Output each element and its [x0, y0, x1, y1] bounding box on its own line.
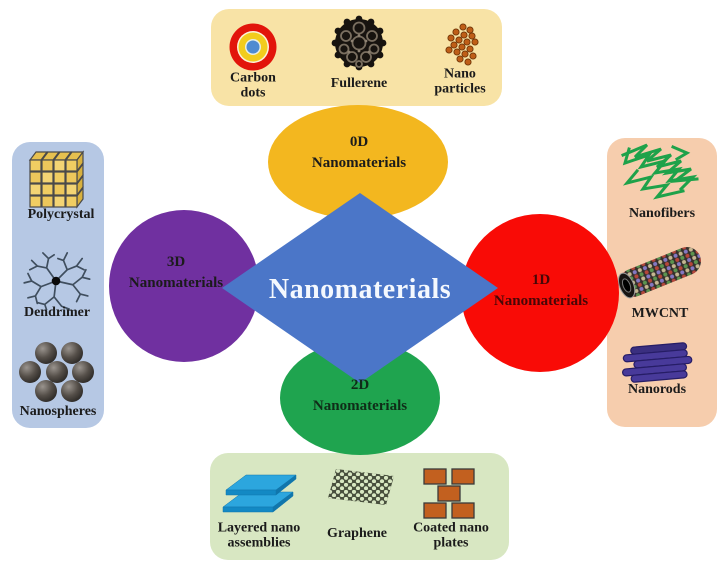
label-dendrimer: Dendrimer [23, 304, 91, 320]
label-3d-nanomaterials: 3D Nanomaterials [128, 254, 224, 291]
nanospheres-icon [19, 342, 94, 402]
label-graphene: Graphene [327, 525, 387, 541]
carbon-dots-icon [229, 23, 277, 71]
layered-nano-assemblies-icon [222, 474, 297, 513]
label-coated-nano-plates: Coated nano plates [413, 520, 489, 550]
mwcnt-icon [618, 247, 701, 299]
graphene-icon [328, 469, 394, 505]
dendrimer-icon [23, 252, 91, 310]
coated-nano-plates-icon [423, 468, 475, 519]
fullerene-icon [331, 15, 387, 71]
label-0d-nanomaterials: 0D Nanomaterials [311, 134, 407, 171]
label-nanospheres: Nanospheres [19, 403, 97, 419]
label-mwcnt: MWCNT [631, 305, 689, 321]
label-2d-nanomaterials: 2D Nanomaterials [312, 377, 408, 414]
label-1d-nanomaterials: 1D Nanomaterials [493, 272, 589, 309]
label-carbon-dots: Carbon dots [230, 70, 276, 100]
label-nano-particles: Nano particles [434, 66, 486, 96]
label-fullerene: Fullerene [330, 75, 388, 91]
central-title: Nanomaterials [268, 274, 452, 305]
polycrystal-icon [28, 150, 85, 209]
label-nanofibers: Nanofibers [628, 205, 696, 221]
nano-particles-icon [445, 23, 479, 66]
label-nanorods: Nanorods [627, 381, 687, 397]
nanorods-icon [622, 342, 693, 383]
label-polycrystal: Polycrystal [27, 206, 95, 222]
nanofibers-icon [621, 143, 699, 200]
label-layered-nano-assemblies: Layered nano assemblies [217, 520, 301, 550]
